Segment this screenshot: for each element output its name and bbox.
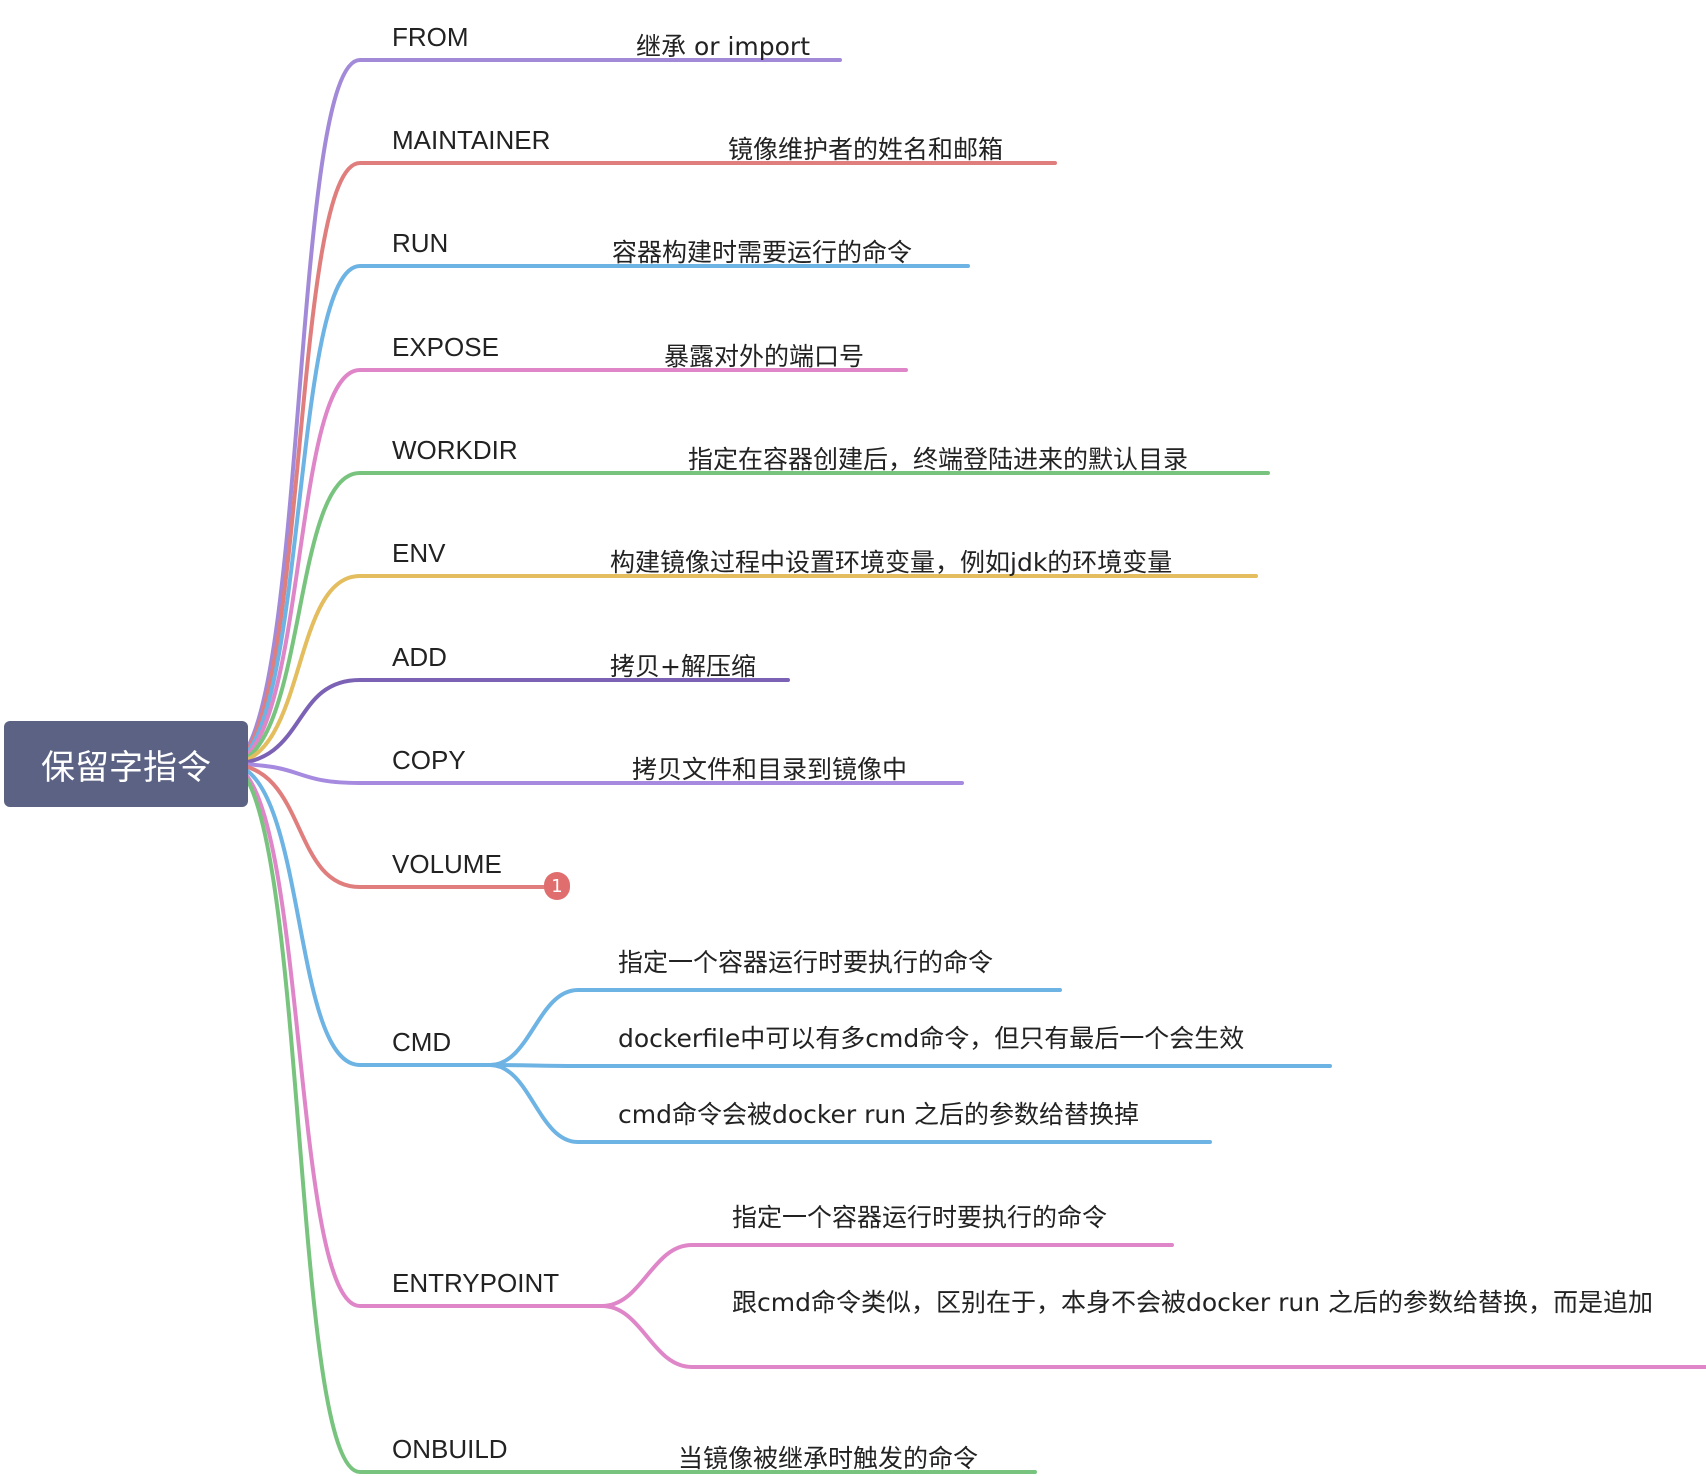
branch-node-cmd[interactable]: CMD — [392, 1027, 452, 1057]
root-node-label: 保留字指令 — [41, 747, 211, 788]
branch-node-copy[interactable]: COPY — [392, 745, 466, 775]
volume-collapsed-count-badge[interactable]: 1 — [544, 872, 570, 900]
branch-node-onbuild[interactable]: ONBUILD — [392, 1434, 508, 1464]
branch-node-workdir[interactable]: WORKDIR — [392, 435, 518, 465]
detail-connector-entrypoint-1 — [600, 1304, 1706, 1369]
detail-node-run-0[interactable]: 容器构建时需要运行的命令 — [612, 238, 913, 267]
root-node[interactable]: 保留字指令 — [4, 721, 248, 807]
detail-node-entrypoint-0[interactable]: 指定一个容器运行时要执行的命令 — [732, 1203, 1108, 1232]
branch-connector-from — [226, 58, 842, 766]
branch-node-add[interactable]: ADD — [392, 642, 447, 672]
branch-connector-add — [226, 678, 790, 766]
branch-connector-maintainer — [226, 161, 1057, 766]
branch-connector-copy — [226, 762, 964, 785]
detail-node-workdir-0[interactable]: 指定在容器创建后，终端登陆进来的默认目录 — [688, 445, 1189, 474]
branch-node-run[interactable]: RUN — [392, 228, 449, 258]
detail-node-expose-0[interactable]: 暴露对外的端口号 — [664, 342, 865, 371]
branch-node-expose[interactable]: EXPOSE — [392, 332, 499, 362]
detail-connector-cmd-0 — [488, 988, 1062, 1067]
detail-node-cmd-2[interactable]: cmd命令会被docker run 之后的参数给替换掉 — [618, 1100, 1139, 1129]
branch-node-entrypoint[interactable]: ENTRYPOINT — [392, 1268, 560, 1298]
branch-connector-expose — [226, 368, 908, 766]
branch-connector-cmd — [226, 762, 492, 1067]
detail-connector-cmd-1 — [488, 1063, 1332, 1068]
branch-node-env[interactable]: ENV — [392, 538, 446, 568]
branch-connector-onbuild — [226, 762, 1037, 1474]
branch-connector-entrypoint — [226, 762, 604, 1308]
branch-node-from[interactable]: FROM — [392, 22, 469, 52]
detail-node-from-0[interactable]: 继承 or import — [636, 32, 811, 61]
branch-connector-volume — [226, 762, 558, 889]
branch-connector-workdir — [226, 471, 1270, 766]
detail-node-cmd-0[interactable]: 指定一个容器运行时要执行的命令 — [618, 948, 994, 977]
detail-node-env-0[interactable]: 构建镜像过程中设置环境变量，例如jdk的环境变量 — [610, 548, 1173, 577]
detail-connector-cmd-2 — [488, 1063, 1212, 1144]
branch-node-maintainer[interactable]: MAINTAINER — [392, 125, 551, 155]
branch-connector-env — [226, 574, 1258, 766]
detail-node-add-0[interactable]: 拷贝+解压缩 — [610, 652, 756, 681]
detail-node-entrypoint-1[interactable]: 跟cmd命令类似，区别在于，本身不会被docker run 之后的参数给替换，而… — [732, 1288, 1653, 1317]
branch-node-volume[interactable]: VOLUME — [392, 849, 502, 879]
detail-node-cmd-1[interactable]: dockerfile中可以有多cmd命令，但只有最后一个会生效 — [618, 1024, 1245, 1053]
detail-connector-entrypoint-0 — [600, 1243, 1174, 1308]
detail-node-onbuild-0[interactable]: 当镜像被继承时触发的命令 — [678, 1444, 979, 1473]
detail-node-maintainer-0[interactable]: 镜像维护者的姓名和邮箱 — [728, 135, 1004, 164]
volume-badge-count: 1 — [551, 875, 563, 897]
branch-connector-run — [226, 264, 970, 766]
detail-node-copy-0[interactable]: 拷贝文件和目录到镜像中 — [632, 755, 908, 784]
